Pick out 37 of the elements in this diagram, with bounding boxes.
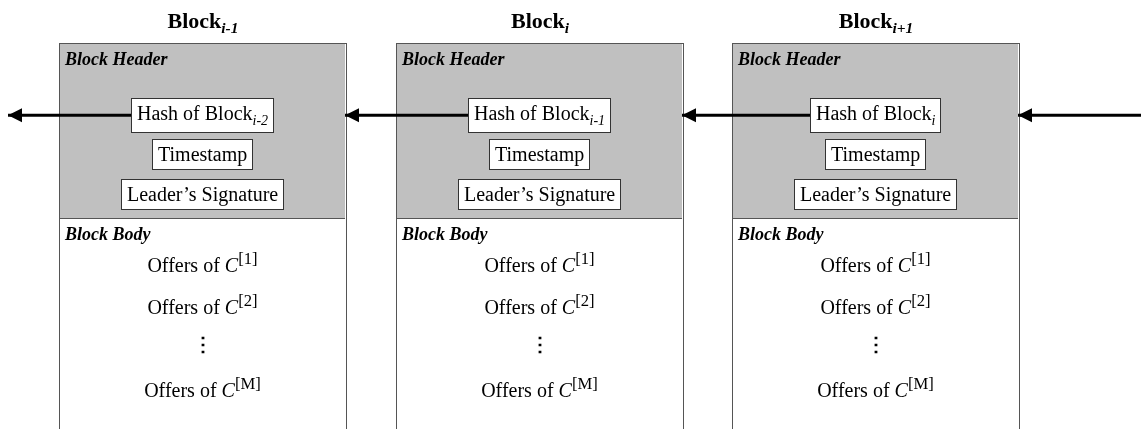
arrow	[8, 108, 131, 123]
ellipsis-dots: ⋮	[865, 332, 886, 356]
offers-line: Offers of C$^{[2]}$	[820, 290, 931, 319]
section-heading: Block Header	[65, 49, 168, 70]
ellipsis-dots: ⋮	[192, 332, 213, 356]
offers-line: Offers of C$^{[M]}$	[144, 373, 261, 402]
header-panel	[60, 44, 345, 219]
signature-field: Leader’s Signature	[458, 179, 622, 210]
timestamp-field: Timestamp	[825, 139, 927, 170]
offers-line: Offers of C$^{[2]}$	[147, 290, 258, 319]
signature-field: Leader’s Signature	[794, 179, 958, 210]
header-panel	[733, 44, 1018, 219]
offers-line: Offers of C$^{[1]}$	[147, 249, 258, 277]
block-title: Block$_{i}$	[510, 8, 570, 38]
offers-line: Offers of C$^{[M]}$	[817, 373, 934, 402]
offers-line: Offers of C$^{[2]}$	[484, 290, 595, 319]
section-heading: Block Body	[65, 224, 151, 245]
offers-line: Offers of C$^{[1]}$	[820, 249, 931, 277]
hash-field: Hash of Block$_{i-1}$	[468, 98, 612, 133]
offers-line: Offers of C$^{[M]}$	[481, 373, 598, 402]
arrow	[1018, 108, 1141, 123]
signature-field: Leader’s Signature	[121, 179, 285, 210]
header-panel	[397, 44, 682, 219]
ellipsis-dots: ⋮	[529, 332, 550, 356]
hash-field: Hash of Block$_{i}$	[810, 98, 942, 133]
timestamp-field: Timestamp	[152, 139, 254, 170]
section-heading: Block Header	[402, 49, 505, 70]
hash-field: Hash of Block$_{i-2}$	[131, 98, 275, 133]
arrow	[682, 108, 810, 123]
section-heading: Block Body	[402, 224, 488, 245]
block-title: Block$_{i-1}$	[167, 8, 239, 38]
section-heading: Block Body	[738, 224, 824, 245]
arrow	[345, 108, 468, 123]
section-heading: Block Header	[738, 49, 841, 70]
offers-line: Offers of C$^{[1]}$	[484, 249, 595, 277]
timestamp-field: Timestamp	[489, 139, 591, 170]
block-title: Block$_{i+1}$	[838, 8, 914, 38]
